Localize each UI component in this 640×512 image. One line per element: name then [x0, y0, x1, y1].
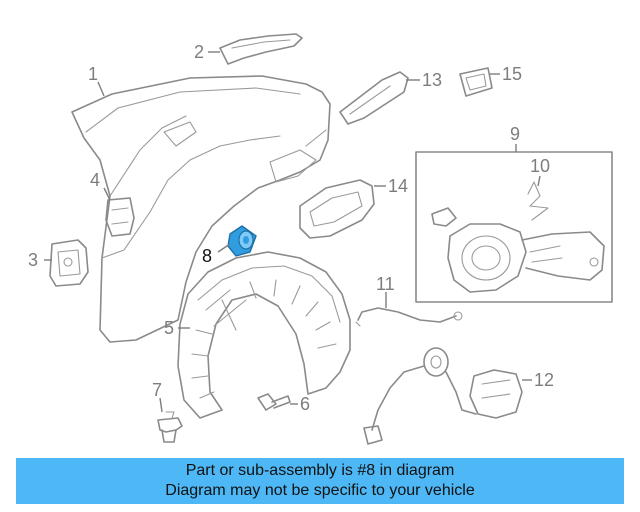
cable-part	[355, 307, 463, 327]
callout-5: 5	[164, 318, 174, 338]
callout-11: 11	[376, 274, 395, 294]
callout-7: 7	[152, 380, 162, 400]
callout-9: 9	[510, 124, 520, 144]
callout-14: 14	[388, 176, 408, 196]
seal-part	[459, 67, 493, 97]
bolt-part	[257, 393, 291, 411]
quarter-panel-part	[71, 75, 331, 343]
callout-6: 6	[300, 394, 310, 414]
callout-4: 4	[90, 170, 100, 190]
callout-15: 15	[502, 64, 522, 84]
grommet-part-highlighted	[227, 225, 257, 257]
wheel-liner-part	[177, 251, 351, 419]
housing-part	[299, 179, 375, 239]
diagram-notice-banner: Part or sub-assembly is #8 in diagram Di…	[16, 458, 624, 504]
callout-8: 8	[202, 246, 212, 266]
push-clip-part	[157, 411, 183, 443]
fuel-door-assembly-box	[415, 151, 613, 303]
actuator-part	[363, 347, 523, 445]
callout-10: 10	[530, 156, 550, 176]
callout-1: 1	[88, 64, 98, 84]
callout-3: 3	[28, 250, 38, 270]
small-bracket-part	[105, 197, 135, 237]
callout-12: 12	[534, 370, 554, 390]
notice-line-1: Part or sub-assembly is #8 in diagram	[185, 462, 455, 479]
handle-part	[339, 71, 409, 125]
callout-13: 13	[422, 70, 442, 90]
leader-lines	[44, 51, 541, 413]
bracket-part	[49, 239, 89, 287]
callout-2: 2	[194, 42, 204, 62]
notice-line-2: Diagram may not be specific to your vehi…	[165, 482, 475, 499]
trim-strip-part	[219, 33, 303, 65]
